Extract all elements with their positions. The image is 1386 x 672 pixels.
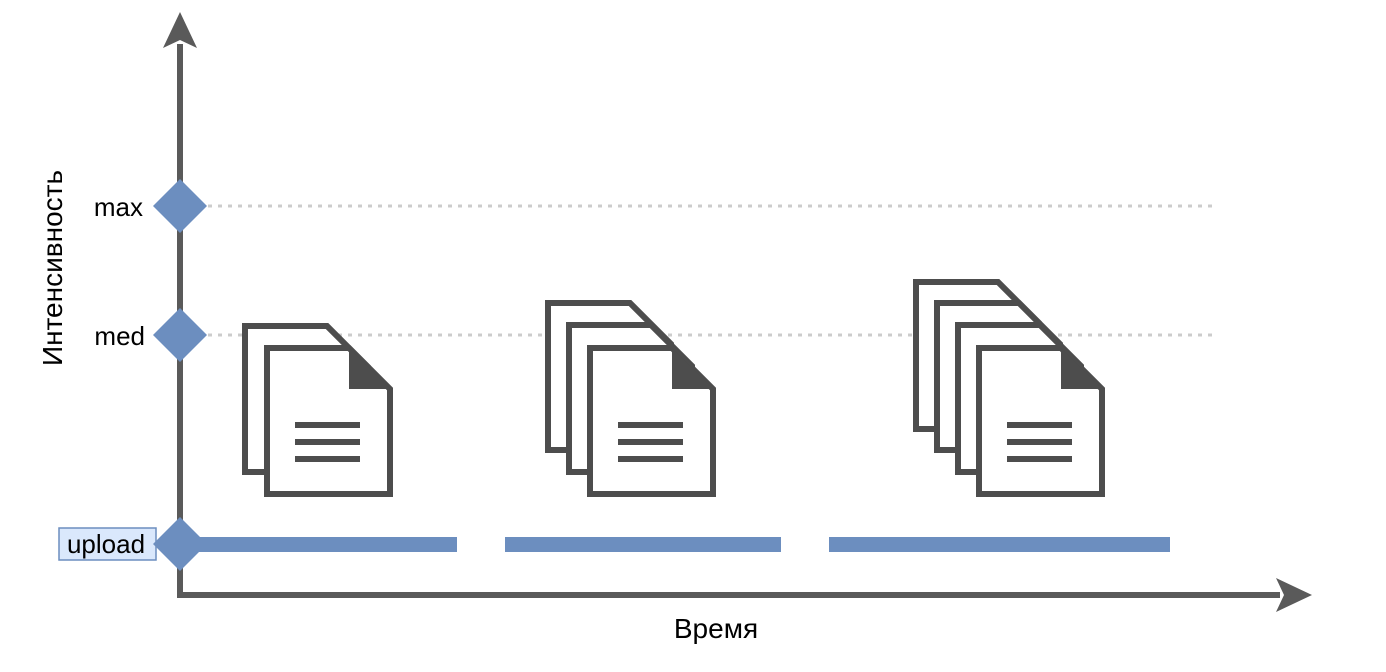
max-level-label: max — [94, 192, 143, 222]
upload-label-box — [58, 527, 157, 561]
y-axis-arrowhead — [163, 12, 197, 48]
upload-diamond-marker — [153, 517, 207, 571]
med-diamond-marker — [153, 308, 207, 362]
document-corner-fold — [672, 348, 713, 389]
document-stack-1 — [242, 323, 393, 497]
upload-level-label: upload — [67, 529, 145, 559]
document-corner-fold — [1061, 348, 1102, 389]
upload-bar-1 — [180, 537, 457, 552]
document-icon — [264, 345, 393, 497]
max-diamond-marker — [153, 179, 207, 233]
y-axis-title: Интенсивность — [37, 170, 68, 366]
document-stack-2 — [545, 300, 716, 497]
upload-bar-3 — [829, 537, 1170, 552]
med-level-label: med — [94, 321, 145, 351]
document-stack-3 — [913, 279, 1105, 497]
document-icon — [587, 345, 716, 497]
y-axis — [163, 12, 197, 598]
x-axis — [177, 578, 1312, 612]
upload-bar-2 — [505, 537, 781, 552]
x-axis-arrowhead — [1276, 578, 1312, 612]
document-icon — [976, 345, 1105, 497]
x-axis-title: Время — [674, 613, 758, 644]
document-corner-fold — [349, 348, 390, 389]
